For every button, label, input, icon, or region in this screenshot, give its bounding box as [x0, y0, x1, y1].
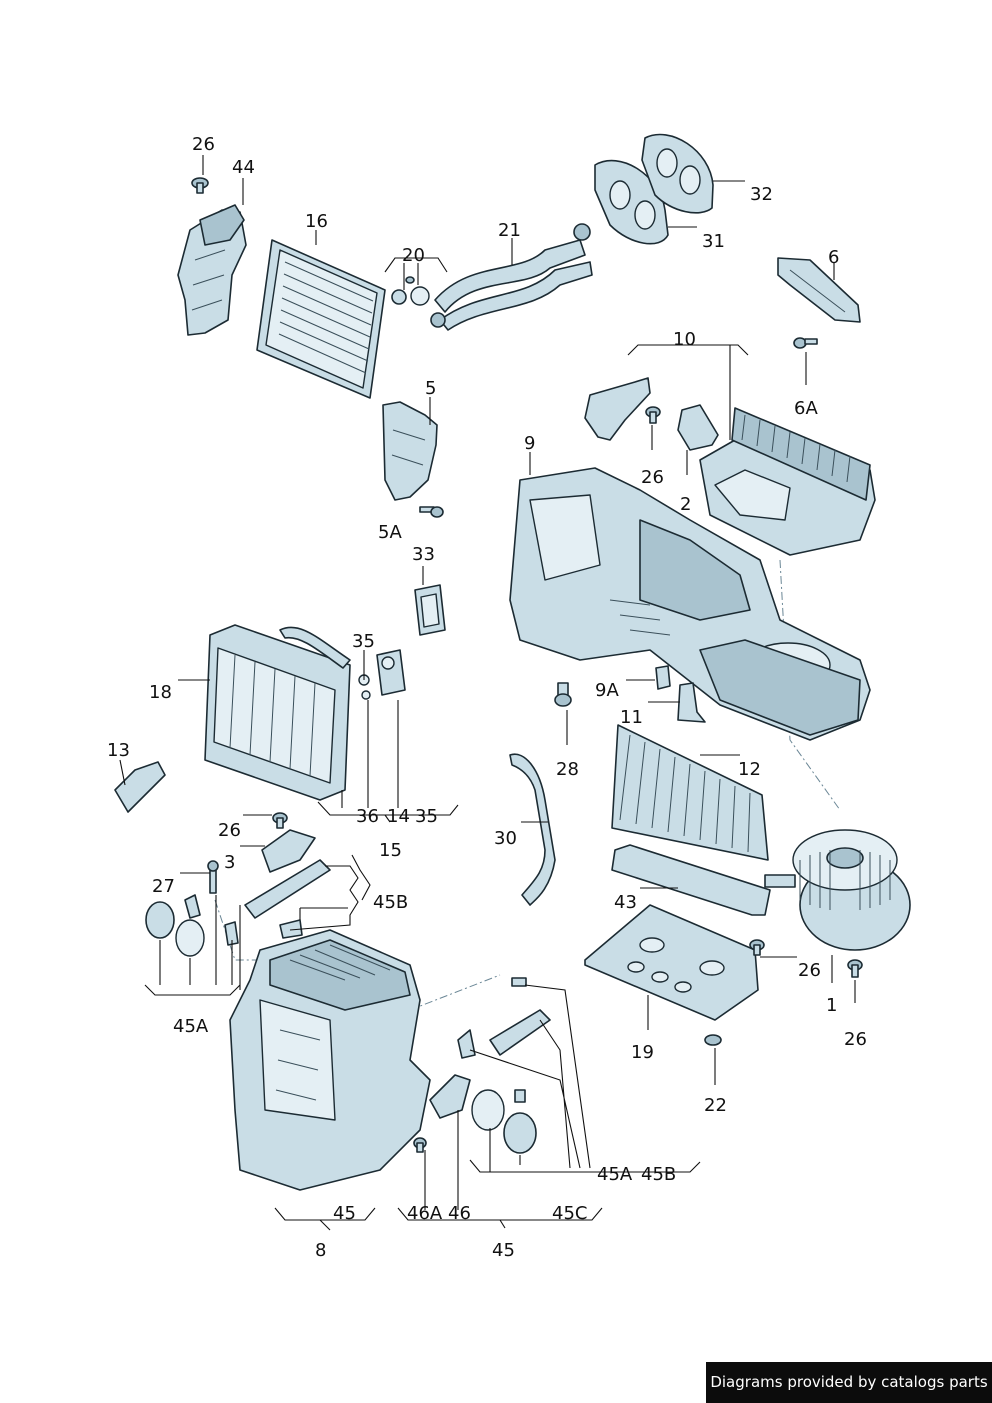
- part-26-screw-top[interactable]: [191, 177, 209, 194]
- part-3-actuator[interactable]: [261, 829, 316, 873]
- callout-labels: 26 44 16 20 21 32 31 6 6A 10 5 9 26 2 5A…: [107, 134, 867, 1261]
- callout-31: 31: [702, 231, 725, 252]
- callout-45c: 45C: [552, 1203, 587, 1224]
- part-6-bracket[interactable]: [777, 257, 861, 323]
- part-35-expansion-valve[interactable]: [358, 649, 406, 700]
- part-5a-screw[interactable]: [419, 506, 444, 518]
- part-2-actuator[interactable]: [677, 404, 719, 451]
- callout-21: 21: [498, 220, 521, 241]
- callout-30: 30: [494, 828, 517, 849]
- part-46-gear[interactable]: [429, 1074, 471, 1119]
- part-45-gears-right[interactable]: [471, 1089, 537, 1154]
- part-30-hose[interactable]: [509, 753, 556, 906]
- part-22-fastener[interactable]: [704, 1034, 722, 1046]
- callout-45a: 45A: [173, 1016, 209, 1037]
- callout-13: 13: [107, 740, 130, 761]
- part-16-heater-core[interactable]: [256, 239, 386, 399]
- callout-45-bottom: 45: [492, 1240, 515, 1261]
- callout-45b-right: 45B: [641, 1164, 676, 1185]
- callout-6a: 6A: [794, 398, 818, 419]
- callout-45-left: 45: [333, 1203, 356, 1224]
- part-26-screw-left[interactable]: [272, 812, 288, 829]
- callout-19: 19: [631, 1042, 654, 1063]
- part-18-evaporator[interactable]: [204, 624, 351, 801]
- part-32-gasket[interactable]: [641, 133, 714, 214]
- part-33-seal[interactable]: [414, 584, 446, 636]
- callout-26-mid: 26: [641, 467, 664, 488]
- callout-32: 32: [750, 184, 773, 205]
- part-44-bracket[interactable]: [177, 204, 247, 336]
- callout-2: 2: [680, 494, 691, 515]
- callout-14: 14: [387, 806, 410, 827]
- callout-26: 26: [192, 134, 215, 155]
- callout-46a: 46A: [407, 1203, 443, 1224]
- part-21-pipes[interactable]: [430, 223, 593, 331]
- part-5-bracket[interactable]: [382, 401, 438, 501]
- part-46a-screw[interactable]: [413, 1137, 427, 1153]
- callout-26-low: 26: [844, 1029, 867, 1050]
- part-12-filter[interactable]: [611, 724, 769, 861]
- credit-banner: Diagrams provided by catalogs parts: [706, 1362, 992, 1403]
- callout-8: 8: [315, 1240, 326, 1261]
- callout-46: 46: [448, 1203, 471, 1224]
- callout-11: 11: [620, 707, 643, 728]
- part-19-cover[interactable]: [584, 904, 759, 1021]
- callout-26-right: 26: [798, 960, 821, 981]
- callout-44: 44: [232, 157, 255, 178]
- callout-16: 16: [305, 211, 328, 232]
- part-20-clamps[interactable]: [391, 276, 430, 306]
- assembly-guides: [214, 559, 841, 1011]
- leader-lines: [119, 155, 856, 1231]
- part-26-screw-mid[interactable]: [645, 406, 661, 424]
- callout-9a: 9A: [595, 680, 619, 701]
- callout-36: 36: [356, 806, 379, 827]
- part-45c-bracket[interactable]: [457, 977, 551, 1059]
- callout-20: 20: [402, 245, 425, 266]
- part-27-pin[interactable]: [207, 860, 219, 894]
- callout-18: 18: [149, 682, 172, 703]
- part-6a-screw[interactable]: [793, 337, 818, 349]
- callout-45b: 45B: [373, 892, 408, 913]
- part-8-heater-box[interactable]: [229, 929, 431, 1191]
- callout-6: 6: [828, 247, 839, 268]
- callout-9: 9: [524, 433, 535, 454]
- part-45a-gears-left[interactable]: [145, 894, 239, 957]
- callout-35: 35: [352, 631, 375, 652]
- callout-35-low: 35: [415, 806, 438, 827]
- callout-10: 10: [673, 329, 696, 350]
- callout-45a-right: 45A: [597, 1164, 633, 1185]
- part-10-flap-housing[interactable]: [699, 407, 876, 556]
- callout-28: 28: [556, 759, 579, 780]
- callout-3: 3: [224, 852, 235, 873]
- part-9-ac-housing[interactable]: [509, 467, 871, 741]
- part-26-screw-right[interactable]: [749, 939, 765, 956]
- callout-22: 22: [704, 1095, 727, 1116]
- part-1-blower[interactable]: [764, 829, 911, 951]
- callout-1: 1: [826, 995, 837, 1016]
- part-13-sensor[interactable]: [114, 761, 166, 813]
- callout-26-left: 26: [218, 820, 241, 841]
- callout-33: 33: [412, 544, 435, 565]
- part-10-actuator-left[interactable]: [584, 377, 651, 441]
- callout-5a: 5A: [378, 522, 402, 543]
- part-28-valve[interactable]: [554, 682, 572, 707]
- part-11-flap[interactable]: [677, 682, 706, 723]
- callout-15: 15: [379, 840, 402, 861]
- part-43-frame[interactable]: [611, 844, 771, 916]
- callout-12: 12: [738, 759, 761, 780]
- callout-43: 43: [614, 892, 637, 913]
- part-45b-lever[interactable]: [244, 859, 331, 939]
- callout-5: 5: [425, 378, 436, 399]
- callout-27: 27: [152, 876, 175, 897]
- part-26-screw-low[interactable]: [847, 959, 863, 978]
- part-9a-clip[interactable]: [655, 665, 671, 690]
